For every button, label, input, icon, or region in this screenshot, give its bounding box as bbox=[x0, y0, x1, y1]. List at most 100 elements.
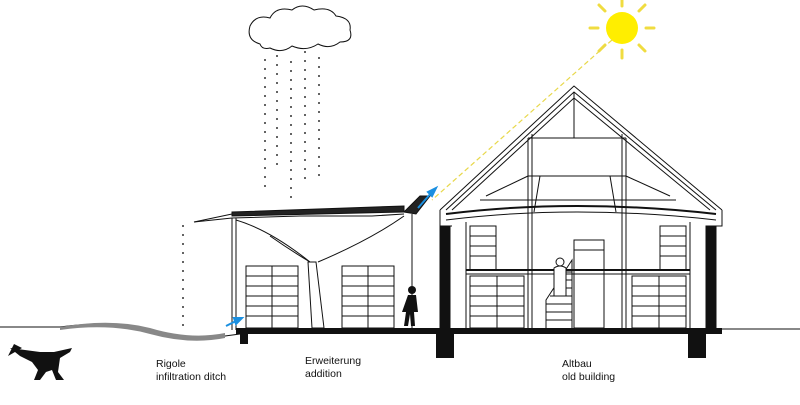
rain-drop bbox=[276, 55, 278, 57]
rain-drop bbox=[290, 187, 292, 189]
rain-drop bbox=[290, 151, 292, 153]
rain-drop bbox=[182, 288, 184, 290]
rain-drop bbox=[182, 270, 184, 272]
rain-drop bbox=[304, 114, 306, 116]
rain-drop bbox=[304, 69, 306, 71]
rain-drop bbox=[182, 279, 184, 281]
rain-drop bbox=[318, 156, 320, 158]
label-rigole: Rigole infiltration ditch bbox=[156, 358, 226, 384]
rain-drop bbox=[318, 120, 320, 122]
rain-drop bbox=[290, 196, 292, 198]
rain-drops bbox=[182, 51, 320, 326]
rain-drop bbox=[276, 145, 278, 147]
rain-drop bbox=[318, 93, 320, 95]
rain-drop bbox=[290, 115, 292, 117]
rain-drop bbox=[264, 104, 266, 106]
label-old-building: Altbau old building bbox=[562, 358, 615, 384]
rain-drop bbox=[276, 100, 278, 102]
rain-drop bbox=[290, 142, 292, 144]
rain-drop bbox=[264, 176, 266, 178]
rain-drop bbox=[264, 86, 266, 88]
label-rigole-en: infiltration ditch bbox=[156, 371, 227, 383]
rain-drop bbox=[182, 261, 184, 263]
rain-drop bbox=[290, 106, 292, 108]
rain-drop bbox=[318, 174, 320, 176]
rain-drop bbox=[304, 87, 306, 89]
rain-drop bbox=[182, 225, 184, 227]
floor-slab bbox=[236, 328, 722, 358]
rain-drop bbox=[304, 123, 306, 125]
rain-drop bbox=[264, 77, 266, 79]
rain-drop bbox=[182, 297, 184, 299]
rain-drop bbox=[276, 136, 278, 138]
rain-drop bbox=[304, 132, 306, 134]
rain-drop bbox=[264, 167, 266, 169]
rain-drop bbox=[276, 91, 278, 93]
rain-drop bbox=[318, 138, 320, 140]
rain-drop bbox=[264, 140, 266, 142]
rain-drop bbox=[182, 306, 184, 308]
rain-drop bbox=[264, 95, 266, 97]
gravel-bed bbox=[60, 322, 225, 341]
cloud-icon bbox=[248, 5, 352, 52]
rain-drop bbox=[264, 122, 266, 124]
rain-drop bbox=[304, 96, 306, 98]
addition-structure bbox=[193, 195, 432, 330]
rain-drop bbox=[290, 124, 292, 126]
rain-drop bbox=[290, 61, 292, 63]
rain-drop bbox=[264, 113, 266, 115]
rain-drop bbox=[182, 252, 184, 254]
rain-drop bbox=[318, 129, 320, 131]
rain-drop bbox=[304, 51, 306, 53]
rain-drop bbox=[276, 64, 278, 66]
rain-drop bbox=[304, 168, 306, 170]
rain-drop bbox=[304, 177, 306, 179]
rain-drop bbox=[304, 141, 306, 143]
rain-drop bbox=[264, 158, 266, 160]
person-silhouette bbox=[402, 286, 418, 326]
rain-drop bbox=[264, 185, 266, 187]
label-old-building-de: Altbau bbox=[562, 358, 592, 370]
rain-drop bbox=[182, 315, 184, 317]
rain-drop bbox=[318, 75, 320, 77]
rain-drop bbox=[290, 70, 292, 72]
label-addition-en: addition bbox=[305, 368, 342, 380]
rain-drop bbox=[318, 66, 320, 68]
old-building-structure bbox=[439, 85, 723, 329]
rain-drop bbox=[276, 109, 278, 111]
rain-drop bbox=[304, 60, 306, 62]
sun-icon bbox=[588, 0, 656, 60]
label-rigole-de: Rigole bbox=[156, 358, 186, 370]
rain-drop bbox=[182, 243, 184, 245]
rain-drop bbox=[290, 169, 292, 171]
rain-drop bbox=[318, 147, 320, 149]
rain-drop bbox=[264, 131, 266, 133]
rain-drop bbox=[290, 178, 292, 180]
rain-drop bbox=[304, 159, 306, 161]
rain-drop bbox=[276, 73, 278, 75]
rain-drop bbox=[264, 59, 266, 61]
rain-drop bbox=[264, 68, 266, 70]
animal-silhouette bbox=[8, 344, 72, 380]
label-old-building-en: old building bbox=[562, 371, 616, 383]
rain-drop bbox=[304, 78, 306, 80]
rain-drop bbox=[290, 160, 292, 162]
rain-drop bbox=[276, 154, 278, 156]
rain-drop bbox=[290, 133, 292, 135]
rain-drop bbox=[276, 118, 278, 120]
rain-drop bbox=[304, 150, 306, 152]
sun-ray bbox=[431, 39, 613, 201]
water-arrow-icon bbox=[225, 185, 439, 327]
rain-drop bbox=[290, 97, 292, 99]
rain-drop bbox=[318, 84, 320, 86]
rain-drop bbox=[318, 165, 320, 167]
figure-silhouette bbox=[553, 257, 567, 297]
rain-drop bbox=[318, 102, 320, 104]
rain-drop bbox=[264, 149, 266, 151]
rain-drop bbox=[290, 79, 292, 81]
rain-drop bbox=[276, 163, 278, 165]
rain-drop bbox=[182, 234, 184, 236]
rain-drop bbox=[182, 324, 184, 326]
